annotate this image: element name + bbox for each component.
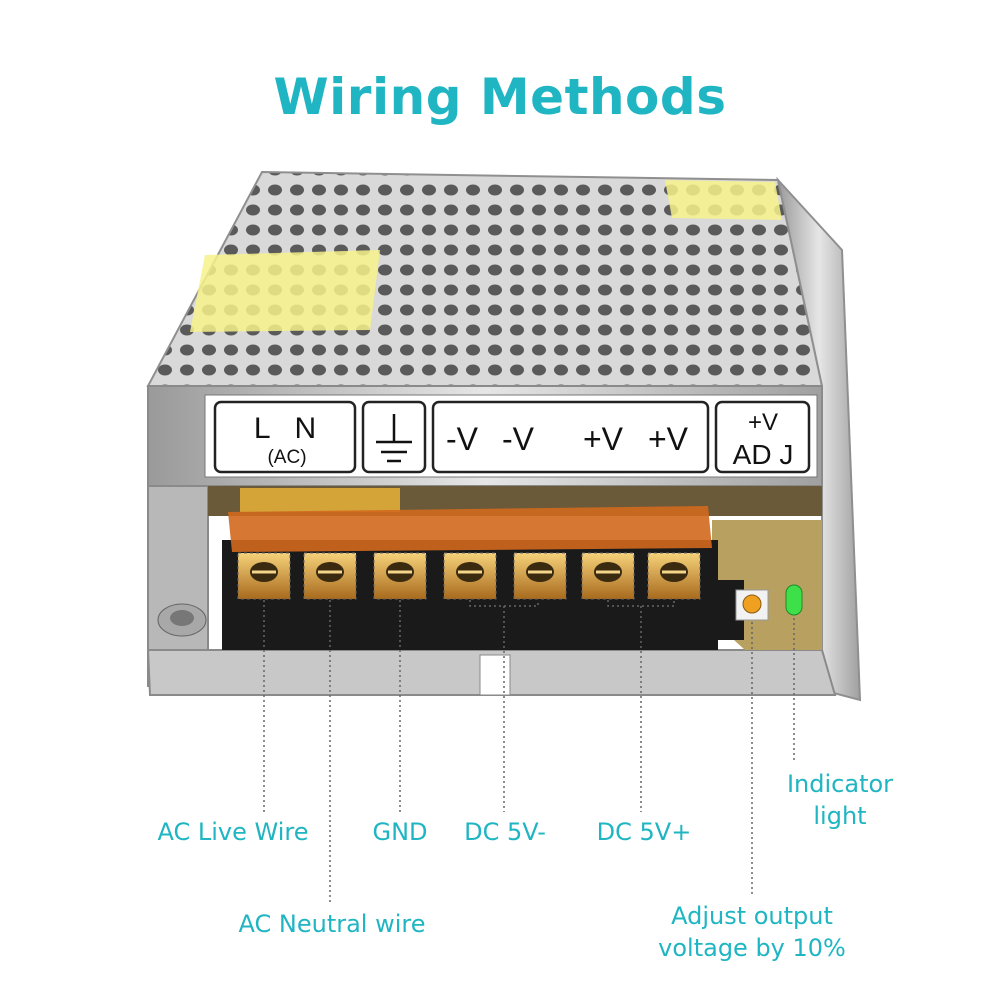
label-ac-live-wire: AC Live Wire (157, 818, 309, 846)
label-indicator-light: Indicator light (770, 768, 910, 832)
dc-output-group (431, 400, 710, 474)
terminal-screws (237, 552, 701, 600)
label-indicator-line1: Indicator (786, 770, 894, 798)
label-adjust-line1: Adjust output (671, 902, 833, 930)
dc-neg-text: -V (502, 421, 535, 457)
indicator-led-icon (785, 584, 803, 616)
label-ac-neutral-wire: AC Neutral wire (238, 910, 426, 938)
dc-pos-text: +V (583, 421, 624, 457)
adjust-potentiometer (735, 589, 769, 621)
screw-icon (443, 552, 497, 600)
page-title: Wiring Methods (273, 68, 727, 126)
screw-icon (373, 552, 427, 600)
ac-input-text: L N (254, 412, 316, 445)
label-dc-positive: DC 5V+ (596, 818, 692, 846)
ground-symbol-icon (376, 414, 412, 463)
terminal-cover (228, 506, 712, 552)
label-gnd: GND (372, 818, 428, 846)
ac-input-group (213, 400, 357, 474)
capacitor (240, 488, 400, 512)
adjust-top-text: +V (748, 409, 778, 436)
ground-group (361, 400, 427, 474)
screw-icon (647, 552, 701, 600)
screw-icon (237, 552, 291, 600)
label-dc-negative: DC 5V- (464, 818, 546, 846)
dc-pos-text: +V (648, 421, 689, 457)
side-panel (776, 176, 862, 702)
perforated-lid (146, 170, 824, 387)
adjust-group (714, 400, 811, 474)
screw-icon (303, 552, 357, 600)
screw-icon (513, 552, 567, 600)
terminal-label-panel: L N (AC) -V -V +V +V +V AD J (204, 394, 818, 478)
yellow-sticker (665, 180, 782, 220)
label-adjust-voltage: Adjust output voltage by 10% (640, 900, 864, 964)
label-indicator-line2: light (813, 802, 867, 830)
screw-icon (581, 552, 635, 600)
ac-subtext: (AC) (267, 447, 306, 468)
dc-neg-text: -V (446, 421, 479, 457)
adjust-bottom-text: AD J (733, 439, 794, 470)
leader-lines (263, 600, 795, 905)
yellow-sticker (190, 250, 380, 332)
label-adjust-line2: voltage by 10% (658, 934, 846, 962)
mounting-screw-icon (157, 603, 207, 637)
